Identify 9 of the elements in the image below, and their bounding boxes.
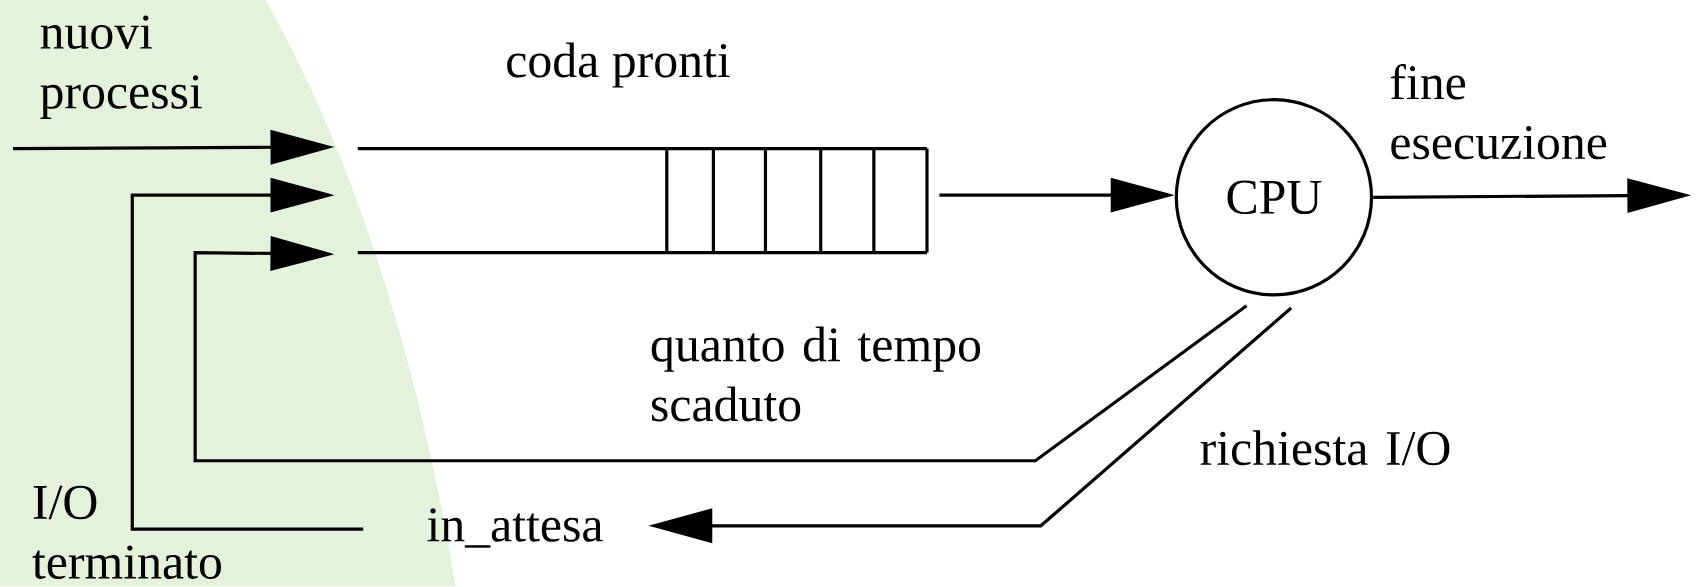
edge-label: richiesta I/O xyxy=(1200,430,1450,466)
edge-label: nuovi processi xyxy=(40,15,202,120)
edge-label: fine esecuzione xyxy=(1390,64,1607,160)
arrow xyxy=(130,177,364,531)
arrow xyxy=(193,236,1248,463)
queue-label: in_attesa xyxy=(427,508,603,548)
edge-label: I/O terminato xyxy=(32,485,221,580)
edge-label: quanto di tempo scaduto xyxy=(651,326,981,422)
queue-drawing: coda pronti xyxy=(357,42,929,255)
